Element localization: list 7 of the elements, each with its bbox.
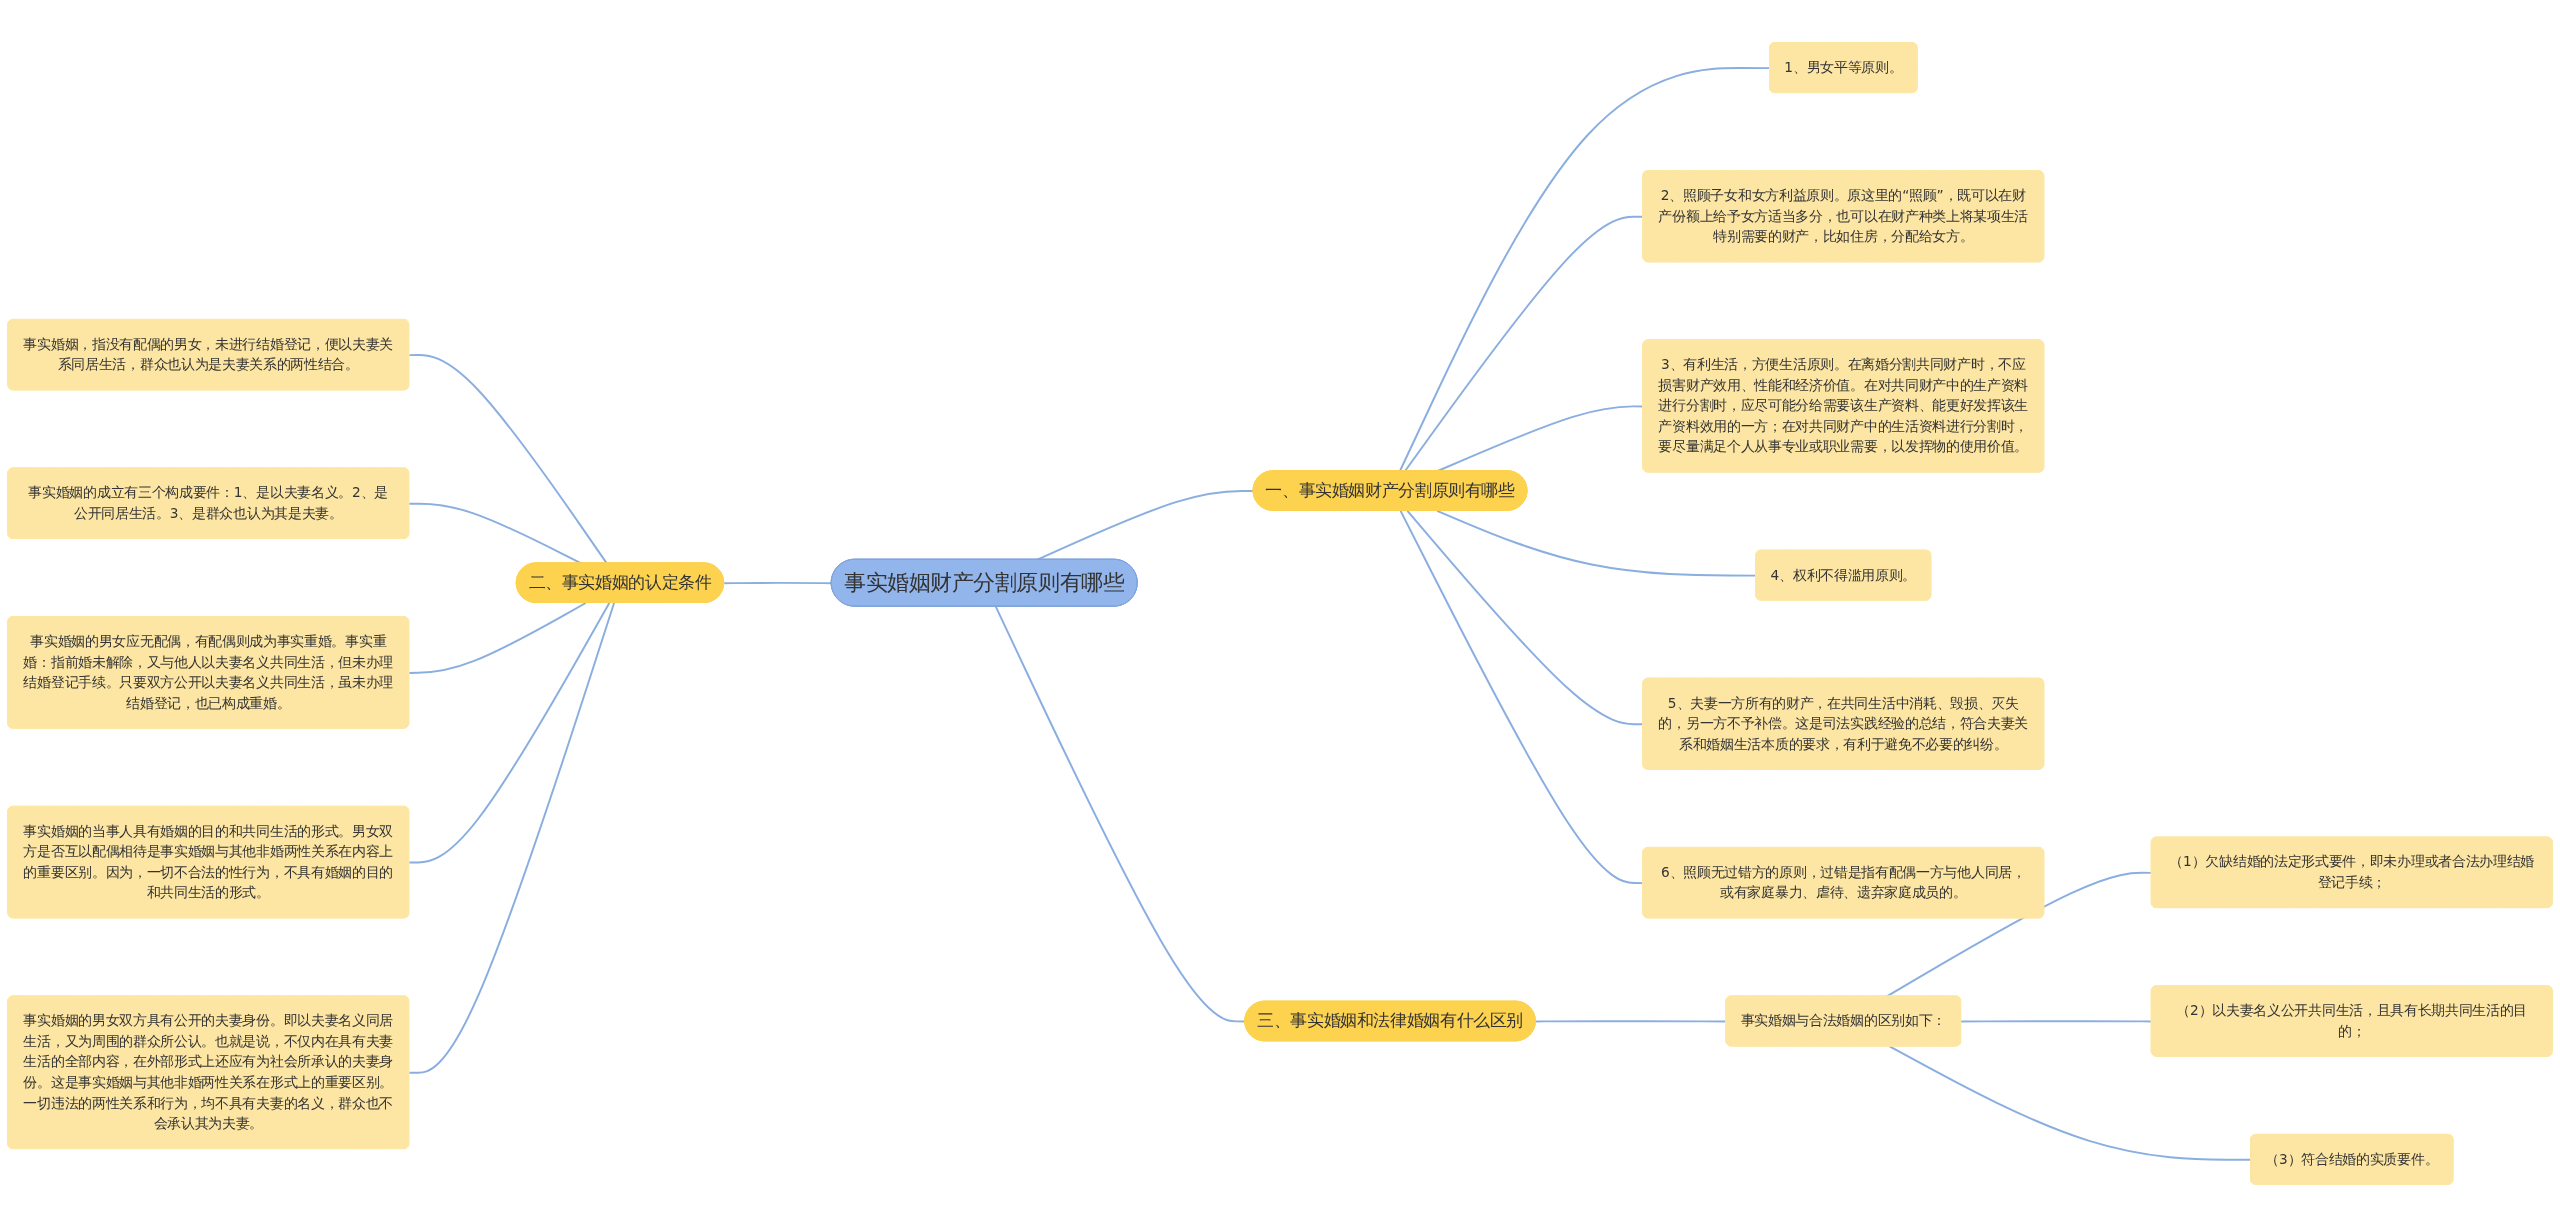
connector — [408, 602, 616, 1074]
connector — [723, 581, 833, 585]
connector — [1885, 871, 2153, 998]
connector — [1036, 489, 1255, 561]
connector — [408, 602, 611, 864]
connector — [408, 602, 587, 674]
connector — [1960, 1020, 2153, 1023]
